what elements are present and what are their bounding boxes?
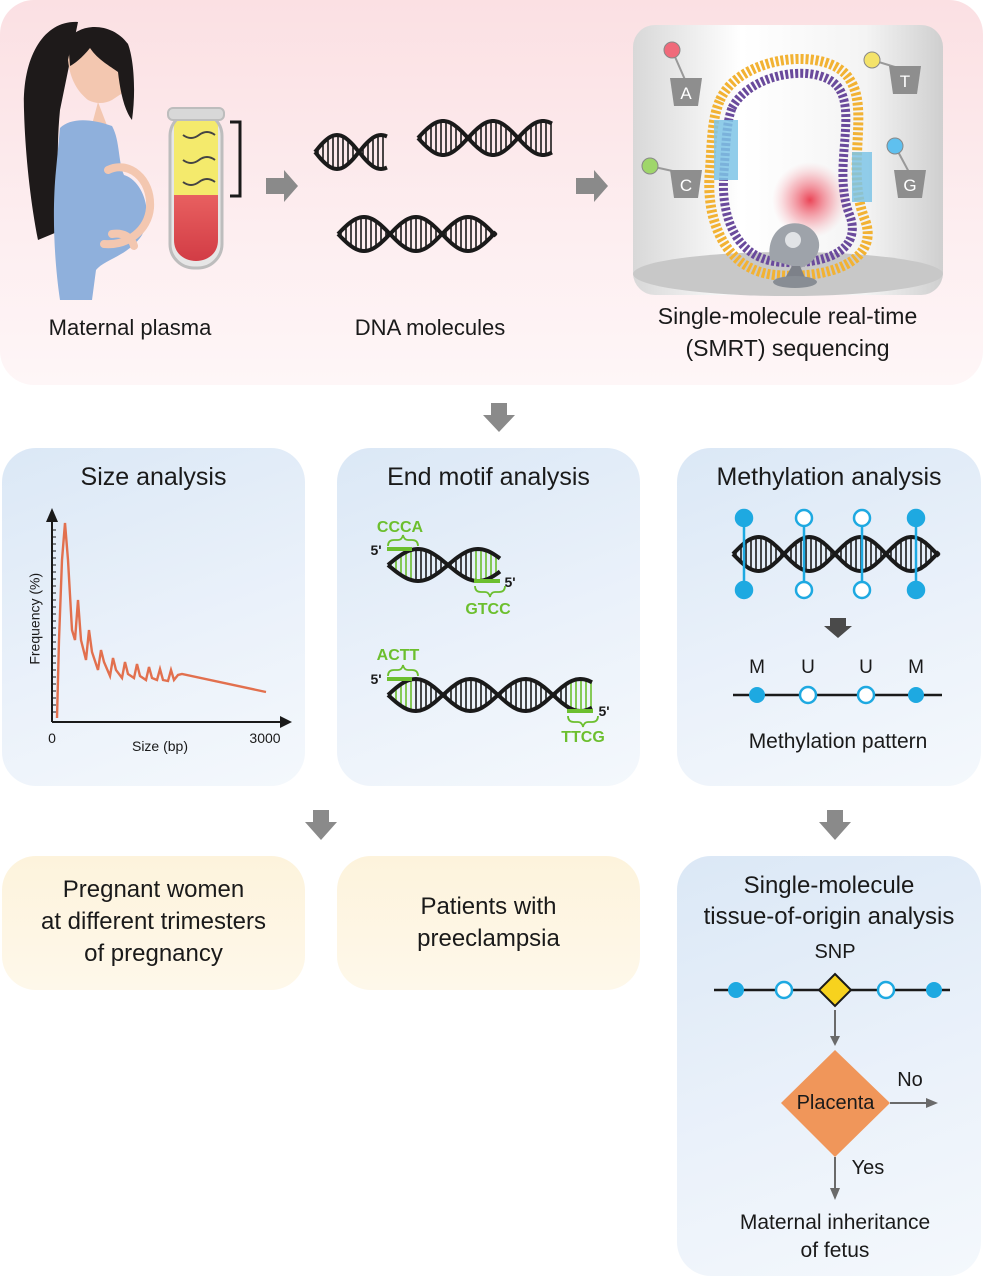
preeclampsia-line2: preeclampsia bbox=[417, 925, 560, 952]
trimesters-line1: Pregnant women bbox=[62, 876, 245, 903]
motif2-top-label: ACTT bbox=[376, 647, 420, 664]
methylation-title: Methylation analysis bbox=[716, 463, 942, 491]
nucleotide-bases: A T C G bbox=[641, 41, 926, 198]
motif1-bottom-label: GTCC bbox=[465, 601, 511, 618]
decision-flow bbox=[781, 1010, 938, 1200]
snp-line bbox=[714, 972, 950, 1008]
base-label-G: G bbox=[903, 176, 916, 195]
arrow-right-1 bbox=[266, 170, 298, 202]
preeclampsia-text: Patients with preeclampsia bbox=[337, 891, 640, 955]
arrow-down-1 bbox=[483, 403, 515, 432]
tissue-title-line2: tissue-of-origin analysis bbox=[703, 903, 955, 930]
tissue-result: Maternal inheritance of fetus bbox=[690, 1209, 980, 1265]
preeclampsia-line1: Patients with bbox=[420, 893, 557, 920]
pattern-letter-2: U bbox=[801, 657, 815, 678]
base-C-icon: C bbox=[641, 157, 702, 198]
methylation-panel bbox=[677, 448, 981, 786]
result-line1: Maternal inheritance bbox=[739, 1211, 931, 1234]
blood-tube-icon bbox=[167, 107, 225, 270]
chart-xlabel: Size (bp) bbox=[131, 738, 189, 754]
trimesters-panel bbox=[2, 856, 305, 990]
motif-dna-1 bbox=[386, 534, 506, 598]
trimesters-line2: at different trimesters bbox=[41, 908, 266, 935]
snp-label: SNP bbox=[814, 941, 856, 963]
motif2-5prime-bottom: 5' bbox=[598, 703, 610, 719]
preeclampsia-panel bbox=[337, 856, 640, 990]
no-label: No bbox=[897, 1069, 923, 1091]
pattern-letter-3: U bbox=[859, 657, 873, 678]
motif1-5prime-bottom: 5' bbox=[504, 574, 516, 590]
base-G-icon: G bbox=[886, 137, 926, 198]
trimesters-line3: of pregnancy bbox=[84, 940, 223, 967]
arrow-right-2 bbox=[576, 170, 608, 202]
base-label-T: T bbox=[900, 72, 910, 91]
tissue-origin-title: Single-molecule tissue-of-origin analysi… bbox=[677, 870, 981, 932]
base-T-icon: T bbox=[863, 51, 921, 94]
methylated-dna-icon bbox=[731, 508, 941, 600]
end-motif-panel bbox=[337, 448, 640, 786]
dna-molecules-icon bbox=[313, 119, 553, 254]
bracket bbox=[230, 120, 242, 198]
placenta-label: Placenta bbox=[796, 1092, 875, 1114]
dna-molecules-label: DNA molecules bbox=[354, 315, 506, 340]
yes-label: Yes bbox=[851, 1157, 885, 1179]
motif2-bottom-label: TTCG bbox=[561, 729, 605, 746]
smrt-label-line1: Single-molecule real-time bbox=[657, 303, 918, 329]
chart-xmax: 3000 bbox=[249, 730, 281, 746]
pregnant-woman-icon bbox=[23, 21, 155, 300]
size-curve bbox=[55, 522, 267, 719]
motif1-top-label: CCCA bbox=[376, 519, 424, 536]
tissue-title-line1: Single-molecule bbox=[743, 872, 915, 899]
chart-xmin: 0 bbox=[48, 730, 56, 746]
pattern-letter-4: M bbox=[908, 657, 924, 678]
smrt-well-icon bbox=[633, 25, 943, 296]
chart-ylabel: Frequency (%) bbox=[26, 572, 43, 665]
base-label-C: C bbox=[680, 176, 692, 195]
motif2-5prime-top: 5' bbox=[370, 671, 382, 687]
arrow-down-small bbox=[824, 618, 852, 638]
motif1-5prime-top: 5' bbox=[370, 542, 382, 558]
methylation-pattern-caption: Methylation pattern bbox=[748, 730, 928, 753]
base-A-icon: A bbox=[663, 41, 702, 106]
smrt-label-line2: (SMRT) sequencing bbox=[685, 335, 890, 361]
methylation-pattern-line bbox=[733, 685, 942, 705]
arrow-down-3 bbox=[819, 810, 851, 840]
size-analysis-title: Size analysis bbox=[80, 463, 227, 491]
trimesters-text: Pregnant women at different trimesters o… bbox=[2, 874, 305, 970]
base-label-A: A bbox=[680, 84, 692, 103]
maternal-plasma-label: Maternal plasma bbox=[48, 315, 212, 340]
result-line2: of fetus bbox=[800, 1239, 870, 1262]
pattern-letter-1: M bbox=[749, 657, 765, 678]
end-motif-title: End motif analysis bbox=[387, 463, 590, 491]
motif-dna-2 bbox=[386, 664, 599, 728]
arrow-down-2 bbox=[305, 810, 337, 840]
size-distribution-chart bbox=[46, 508, 292, 728]
